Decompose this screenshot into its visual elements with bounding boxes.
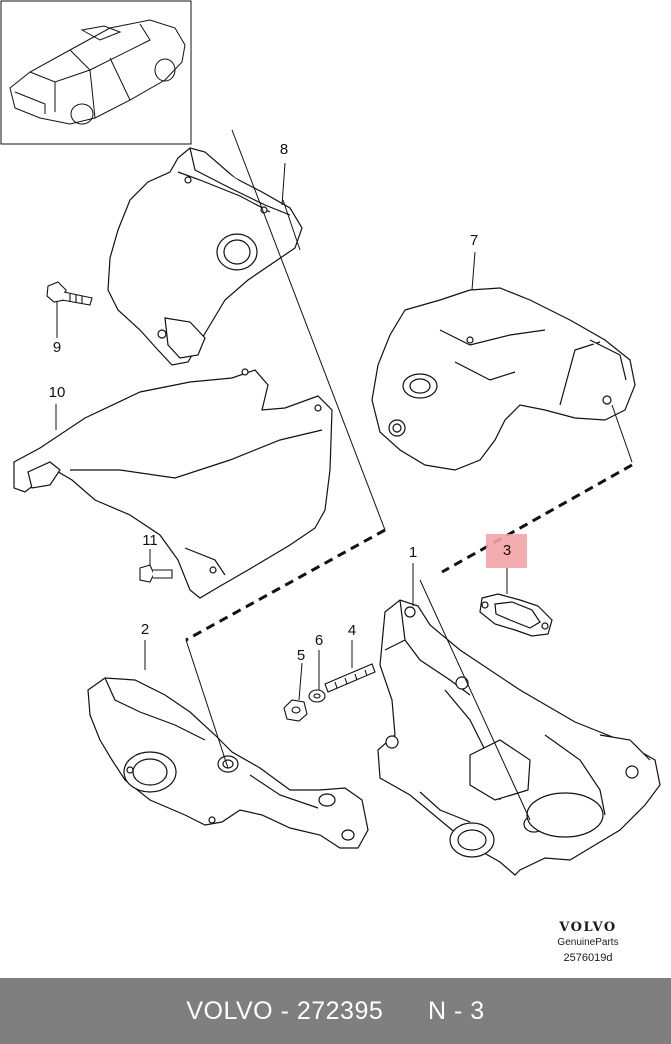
footer-position: N - 3 <box>427 996 485 1025</box>
dashed-reference-lines <box>185 463 633 642</box>
callout-7: 7 <box>469 232 479 249</box>
exploded-parts-diagram: 8 9 10 11 7 3 1 2 4 6 5 VOLVO GenuinePar… <box>0 0 661 964</box>
footer-separator: - <box>273 996 297 1025</box>
callout-9: 9 <box>52 339 62 356</box>
callout-10: 10 <box>48 384 66 401</box>
callout-5: 5 <box>296 647 306 664</box>
diagram-drawing <box>0 0 661 876</box>
part-1-exhaust-manifold <box>377 599 661 876</box>
leader-lines <box>55 129 633 821</box>
callout-4: 4 <box>347 622 357 639</box>
callout-11: 11 <box>142 532 158 549</box>
part-7-heat-shield <box>371 287 636 471</box>
part-8-heat-shield <box>107 147 303 366</box>
part-11-bolt <box>139 564 173 583</box>
callout-3: 3 <box>502 542 512 559</box>
vehicle-inset <box>0 0 192 145</box>
part-9-bolt <box>46 281 93 306</box>
genuine-parts-label: GenuineParts <box>557 937 619 948</box>
footer-brand: VOLVO <box>186 996 274 1025</box>
footer-gap <box>383 997 428 1026</box>
footer-part-number: 272395 <box>296 996 384 1025</box>
part-3-gasket <box>479 593 553 637</box>
callout-1: 1 <box>408 544 418 561</box>
footer-bar: VOLVO - 272395 N - 3 <box>0 978 671 1044</box>
parts-4-5-6-fasteners <box>283 663 376 722</box>
part-2-exhaust-manifold <box>87 677 369 849</box>
volvo-logo: VOLVO <box>559 920 617 935</box>
highlighted-callout-box <box>486 534 527 568</box>
callout-6: 6 <box>314 632 324 649</box>
part-10-heat-shield <box>13 368 333 599</box>
diagram-reference-id: 2576019d <box>563 952 613 964</box>
callout-2: 2 <box>140 621 150 638</box>
callout-8: 8 <box>279 141 289 158</box>
